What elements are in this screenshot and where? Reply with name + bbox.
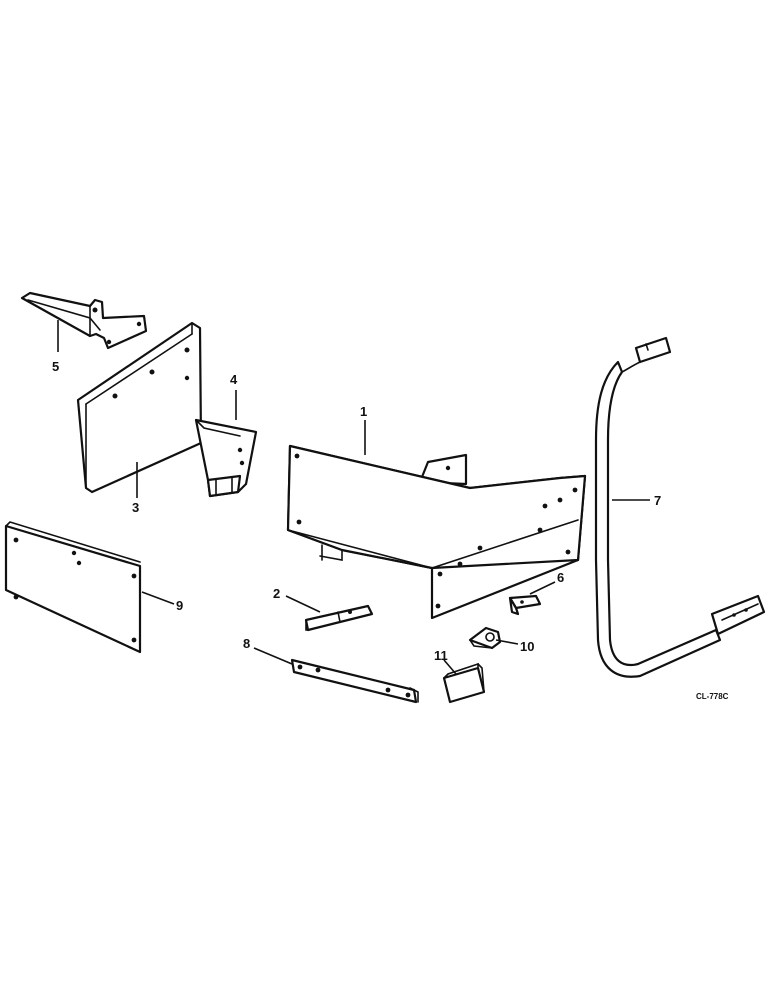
- callout-1: 1: [360, 404, 367, 419]
- callout-10: 10: [520, 639, 534, 654]
- callout-2: 2: [273, 586, 280, 601]
- callout-9: 9: [176, 598, 183, 613]
- callout-5: 5: [52, 359, 59, 374]
- callout-4: 4: [230, 372, 238, 387]
- part-1-main-tray: [286, 444, 587, 620]
- part-9-flat-plate: [4, 521, 142, 654]
- leader-11: [443, 659, 457, 675]
- leader-10: [495, 639, 519, 645]
- part-4-channel-bracket: [194, 418, 258, 498]
- part-8-strap-bar: [290, 658, 419, 704]
- callout-3: 3: [132, 500, 139, 515]
- part-6-small-bracket: [508, 594, 542, 616]
- part-11-block: [442, 662, 486, 704]
- leader-lines: [57, 320, 650, 675]
- callout-11: 11: [434, 648, 448, 663]
- part-5-bracket: [20, 291, 148, 350]
- leader-2: [285, 595, 321, 613]
- part-10-p-clip: [468, 626, 502, 650]
- leader-6: [529, 581, 556, 595]
- leader-8: [253, 647, 293, 665]
- part-3-angled-plate: [76, 321, 203, 494]
- leader-9: [141, 591, 175, 605]
- part-7-bent-handle: [594, 336, 766, 678]
- drawing-code: CL-778C: [696, 692, 729, 701]
- callout-8: 8: [243, 636, 250, 651]
- callout-6: 6: [557, 570, 564, 585]
- callout-labels: 1 2 3 4 5 6 7 8 9 10 11: [52, 359, 661, 663]
- callout-7: 7: [654, 493, 661, 508]
- part-2-clip: [304, 604, 374, 632]
